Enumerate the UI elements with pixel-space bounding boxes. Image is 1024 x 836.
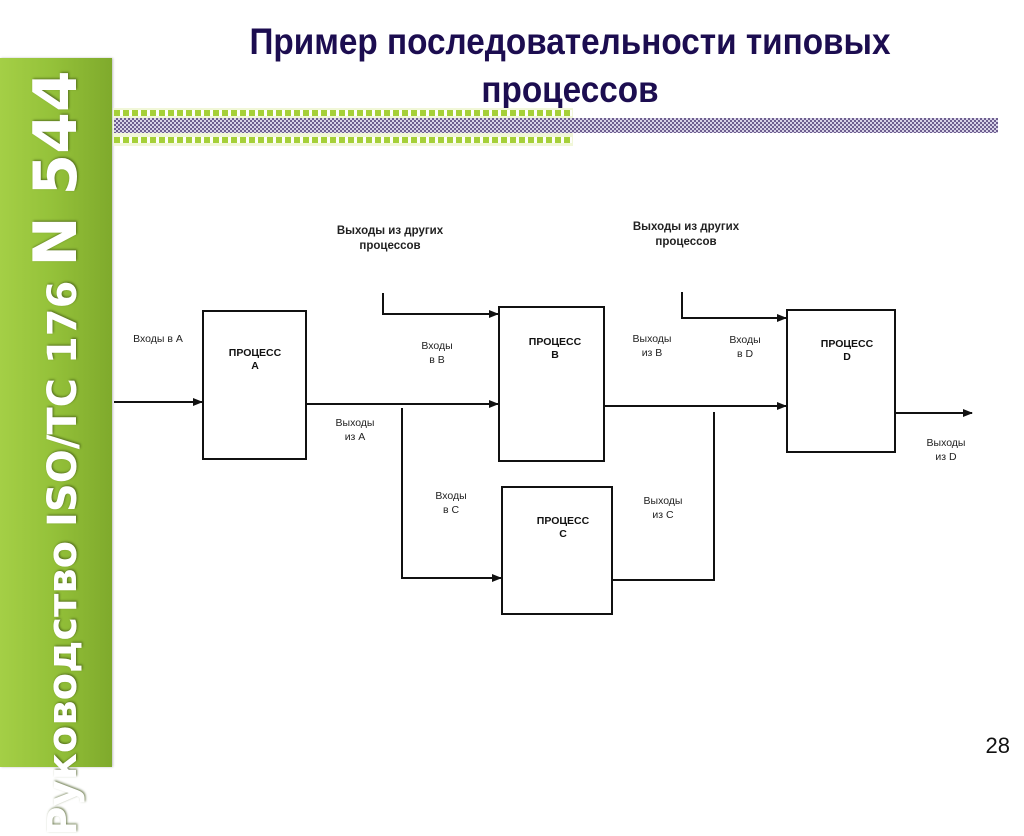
label-inputs-b: Входы в В [402, 339, 472, 367]
label-outputs-d-line-1: Выходы [926, 437, 966, 449]
label-outputs-d-line-2: из D [935, 451, 957, 463]
label-outputs-c: Выходы из С [628, 494, 698, 522]
decorative-band-purple [114, 118, 998, 133]
label-outputs-a: Выходы из А [320, 416, 390, 444]
process-box-d [786, 309, 896, 453]
process-a-letter: A [251, 360, 259, 372]
decorative-band-green-top [114, 110, 572, 116]
arrow-a-to-c [401, 408, 502, 582]
process-b-title: ПРОЦЕСС [528, 336, 582, 348]
label-other-processes-1-line-2: процессов [359, 240, 421, 252]
process-box-b [498, 306, 605, 462]
process-a-title: ПРОЦЕСС [228, 347, 282, 359]
process-diagram [114, 292, 973, 615]
label-other-processes-2-line-1: Выходы из других [632, 221, 740, 233]
arrow-other-to-d [681, 292, 787, 322]
label-inputs-b-line-1: Входы [421, 340, 453, 352]
process-d-title: ПРОЦЕСС [820, 338, 874, 350]
process-d-letter: D [843, 351, 851, 363]
label-outputs-c-line-2: из С [652, 509, 674, 521]
label-outputs-a-line-2: из А [344, 431, 366, 443]
process-label-a: ПРОЦЕСС A [214, 347, 296, 373]
page-number: 28 [985, 733, 1010, 758]
label-other-processes-2: Выходы из других процессов [606, 220, 766, 250]
label-inputs-c: Входы в С [416, 489, 486, 517]
process-c-letter: C [559, 528, 567, 540]
label-other-processes-1-line-1: Выходы из других [336, 225, 444, 237]
arrow-other-to-b [382, 293, 499, 318]
slide-title-line-1: Пример последовательности типовых [249, 21, 891, 62]
label-inputs-d-line-2: в D [736, 348, 754, 360]
slide-title: Пример последовательности типовых процес… [183, 18, 957, 114]
process-c-title: ПРОЦЕСС [536, 515, 590, 527]
label-inputs-d-line-1: Входы [729, 334, 761, 346]
process-label-c: ПРОЦЕСС C [522, 515, 604, 541]
process-b-letter: B [551, 349, 559, 361]
label-inputs-a: Входы в А [133, 333, 183, 345]
decorative-band-green-bottom [114, 137, 572, 143]
label-outputs-b-line-2: из В [641, 347, 663, 359]
label-outputs-c-line-1: Выходы [643, 495, 683, 507]
process-label-d: ПРОЦЕСС D [806, 338, 888, 364]
line-c-to-d [612, 412, 715, 581]
sidebar-banner: Руководство ISO/TC 176 N 544 [0, 58, 112, 836]
label-outputs-a-line-1: Выходы [335, 417, 375, 429]
label-outputs-d: Выходы из D [911, 436, 981, 464]
label-outputs-b-line-1: Выходы [632, 333, 672, 345]
label-inputs-b-line-2: в В [429, 354, 445, 366]
label-inputs-c-line-2: в С [442, 504, 460, 516]
label-outputs-b: Выходы из В [617, 332, 687, 360]
process-label-b: ПРОЦЕСС B [514, 336, 596, 362]
label-inputs-c-line-1: Входы [435, 490, 467, 502]
label-inputs-d: Входы в D [710, 333, 780, 361]
label-other-processes-1: Выходы из других процессов [310, 224, 470, 254]
process-box-a [202, 310, 307, 460]
label-other-processes-2-line-2: процессов [655, 236, 717, 248]
process-box-c [501, 486, 613, 615]
slide-title-line-2: процессов [481, 69, 659, 110]
